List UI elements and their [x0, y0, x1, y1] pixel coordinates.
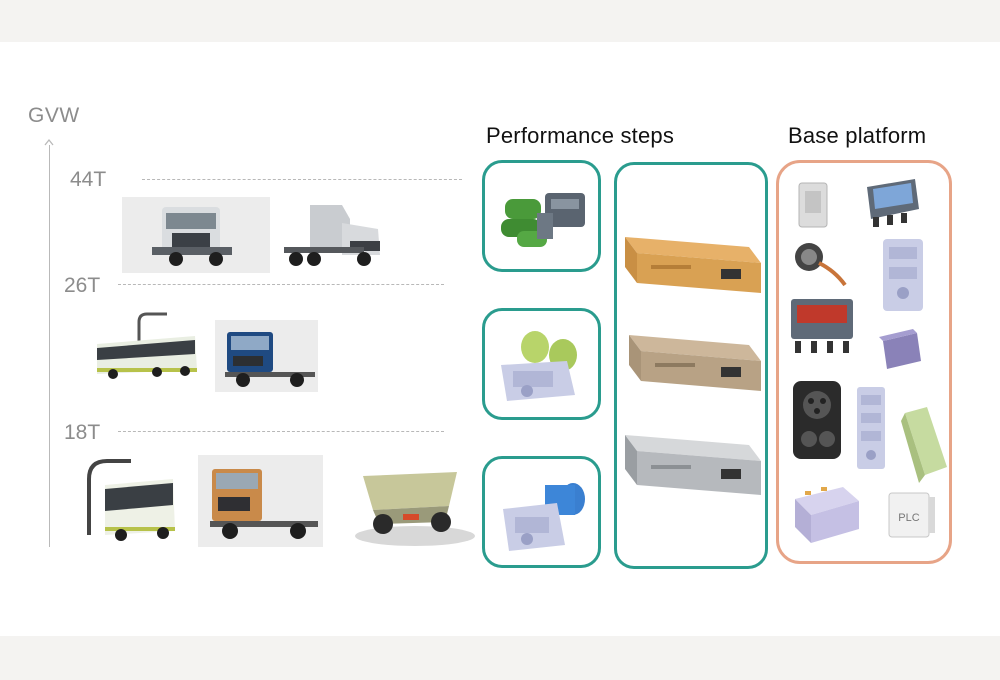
- battery-pack-gray-icon: [621, 423, 765, 507]
- electric-bus-icon: [75, 455, 180, 545]
- battery-pack-orange-icon: [621, 223, 765, 303]
- triple-motor-unit-icon: [491, 173, 595, 261]
- battery-module-icon: [899, 403, 951, 493]
- tractor-truck-icon: [122, 197, 270, 273]
- dual-motor-unit-icon: [493, 325, 593, 409]
- controller-display-icon: [787, 293, 857, 359]
- motor-step-box-3: [482, 456, 601, 568]
- battery-pack-brown-icon: [625, 323, 765, 403]
- autonomous-hauler-icon: [345, 462, 477, 550]
- heavy-truck-chassis-icon: [215, 320, 318, 392]
- battery-step-box: [614, 162, 768, 569]
- articulated-electric-bus-icon: [95, 312, 200, 384]
- motor-step-box-1: [482, 160, 601, 272]
- base-platform-heading: Base platform: [788, 123, 926, 149]
- base-platform-box: PLC: [776, 160, 952, 564]
- tick-44t: 44T: [70, 168, 106, 192]
- axis-title: GVW: [28, 104, 80, 128]
- bottom-band: [0, 636, 1000, 680]
- single-motor-unit-icon: [493, 473, 593, 557]
- power-electronics-icon: [849, 383, 893, 473]
- inverter-module-icon: [875, 235, 931, 315]
- tick-26t: 26T: [64, 274, 100, 298]
- dashed-line-18t: [118, 431, 444, 432]
- distribution-truck-icon: [198, 455, 323, 547]
- plc-label: PLC: [898, 512, 919, 524]
- tick-18t: 18T: [64, 421, 100, 445]
- dashed-line-26t: [118, 284, 444, 285]
- plc-box-icon: PLC: [883, 487, 939, 543]
- motor-step-box-2: [482, 308, 601, 420]
- performance-steps-heading: Performance steps: [486, 123, 674, 149]
- dashed-line-44t: [142, 179, 462, 180]
- junction-box-icon: [875, 327, 925, 375]
- top-band: [0, 0, 1000, 42]
- charging-plug-icon: [789, 235, 849, 291]
- gvw-axis-line: [49, 145, 50, 547]
- axis-arrow-icon: [44, 138, 54, 148]
- charging-inlet-icon: [787, 377, 847, 463]
- long-haul-truck-icon: [280, 197, 384, 273]
- control-card-icon: [795, 181, 833, 231]
- battery-cell-stack-icon: [791, 481, 863, 549]
- display-module-icon: [861, 173, 923, 233]
